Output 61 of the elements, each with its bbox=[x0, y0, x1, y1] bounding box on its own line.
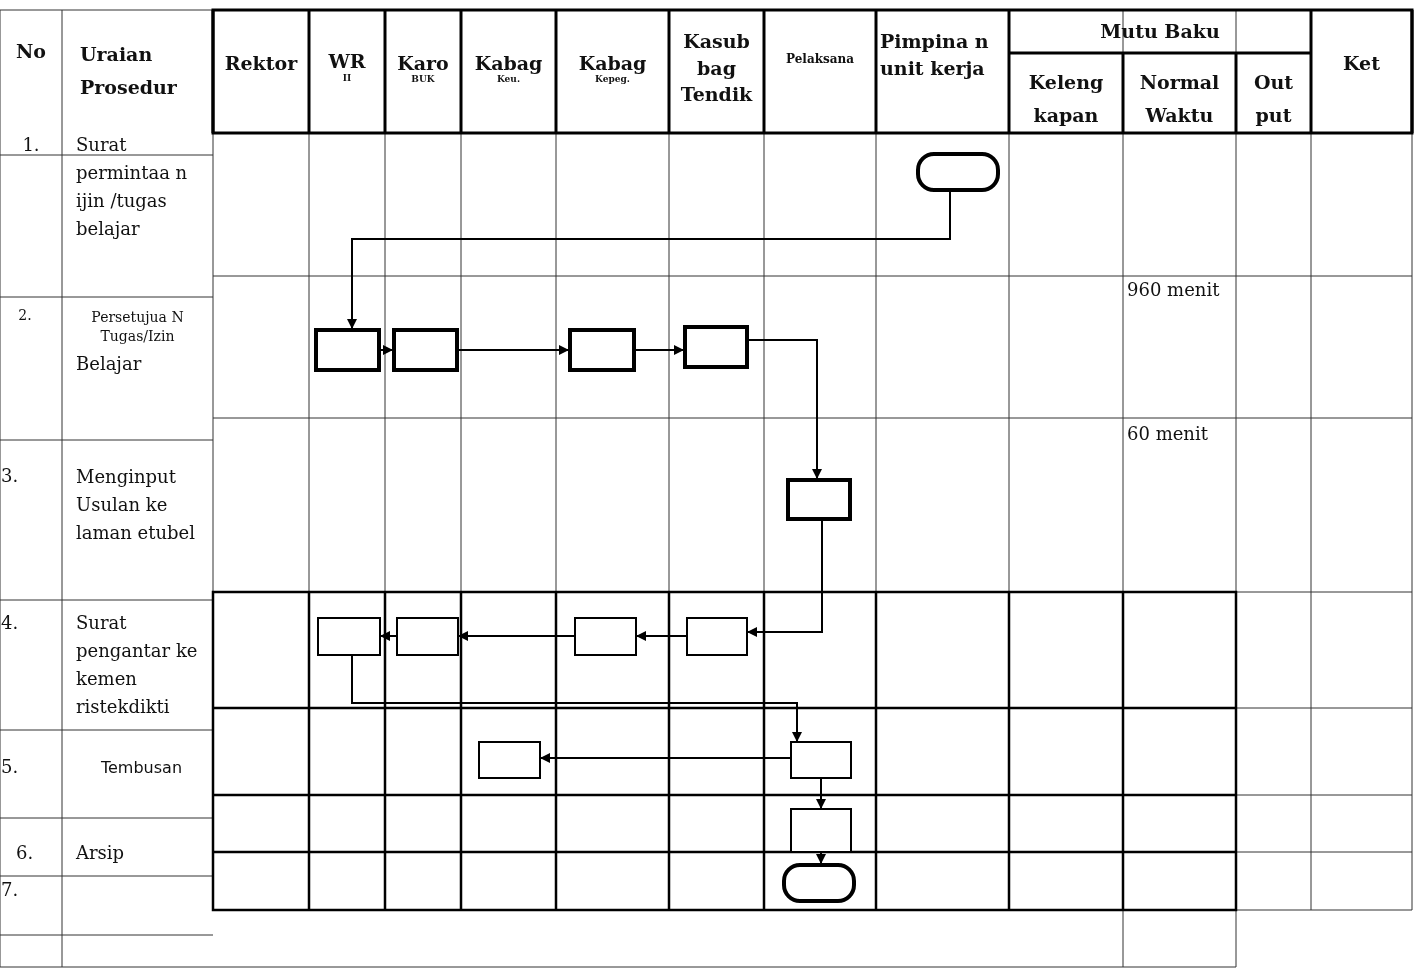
column-header: Out put bbox=[1252, 70, 1295, 129]
column-header: Kasub bag Tendik bbox=[679, 29, 754, 108]
table-cell-text: 2. bbox=[17, 306, 33, 325]
column-header: BUK bbox=[410, 75, 436, 85]
column-header: Pelaksana bbox=[785, 52, 855, 66]
process-box bbox=[568, 328, 636, 372]
process-box bbox=[790, 808, 852, 853]
arrow bbox=[748, 339, 822, 479]
table-cell-text: 1. bbox=[21, 133, 41, 157]
process-box bbox=[396, 617, 459, 656]
column-header: Ket bbox=[1342, 52, 1381, 76]
terminator-shape bbox=[916, 152, 1000, 192]
arrow bbox=[351, 655, 802, 742]
table-cell-text: Tembusan bbox=[99, 757, 184, 779]
process-box bbox=[574, 617, 637, 656]
column-header: Rektor bbox=[223, 52, 299, 76]
arrow bbox=[816, 778, 826, 809]
arrow bbox=[540, 753, 791, 763]
arrow bbox=[347, 191, 951, 329]
column-header: Kabag bbox=[577, 52, 648, 76]
column-header: No bbox=[14, 40, 47, 64]
table-cell-text: Arsip bbox=[76, 841, 126, 865]
column-header: Keu. bbox=[497, 75, 520, 85]
table-cell-text: Surat permintaa n ijin /tugas belajar bbox=[76, 133, 189, 241]
table-cell-text: Belajar bbox=[76, 352, 143, 376]
column-header: Kepeg. bbox=[595, 75, 630, 85]
process-box bbox=[314, 328, 381, 372]
process-box bbox=[392, 328, 459, 372]
arrow bbox=[635, 345, 684, 355]
arrow bbox=[458, 345, 569, 355]
column-header: Mutu Baku bbox=[1099, 20, 1221, 44]
arrow bbox=[380, 631, 397, 641]
arrow bbox=[747, 520, 823, 637]
table-cell-text: 5. bbox=[1, 755, 20, 779]
table-cell-text: 6. bbox=[16, 841, 35, 865]
column-header: Pimpina n unit kerja bbox=[880, 29, 990, 81]
duration-text: 960 menit bbox=[1127, 278, 1221, 302]
process-box bbox=[478, 741, 541, 779]
process-box bbox=[686, 617, 748, 656]
arrow bbox=[816, 852, 826, 864]
column-header: Kabag bbox=[473, 52, 544, 76]
arrow bbox=[380, 345, 393, 355]
process-box bbox=[683, 325, 749, 369]
column-header: Normal Waktu bbox=[1138, 70, 1221, 129]
process-box bbox=[786, 478, 852, 521]
table-cell-text: 7. bbox=[1, 878, 20, 902]
table-cell-text: 4. bbox=[1, 611, 20, 635]
column-header: Keleng kapan bbox=[1027, 70, 1105, 129]
process-box bbox=[317, 617, 381, 656]
column-header: WR bbox=[327, 50, 367, 74]
table-cell-text: 3. bbox=[1, 464, 20, 488]
column-header: Karo bbox=[396, 52, 450, 75]
table-cell-text: Menginput Usulan ke laman etubel bbox=[76, 465, 196, 545]
terminator-shape bbox=[782, 863, 856, 903]
column-header: Uraian Prosedur bbox=[80, 42, 178, 101]
column-header: II bbox=[341, 74, 353, 84]
table-cell-text: Surat pengantar ke kemen ristekdikti bbox=[76, 611, 199, 719]
table-cell-text: Persetujua N Tugas/Izin bbox=[90, 308, 185, 346]
arrow bbox=[636, 631, 687, 641]
process-box bbox=[790, 741, 852, 779]
duration-text: 60 menit bbox=[1127, 422, 1209, 446]
